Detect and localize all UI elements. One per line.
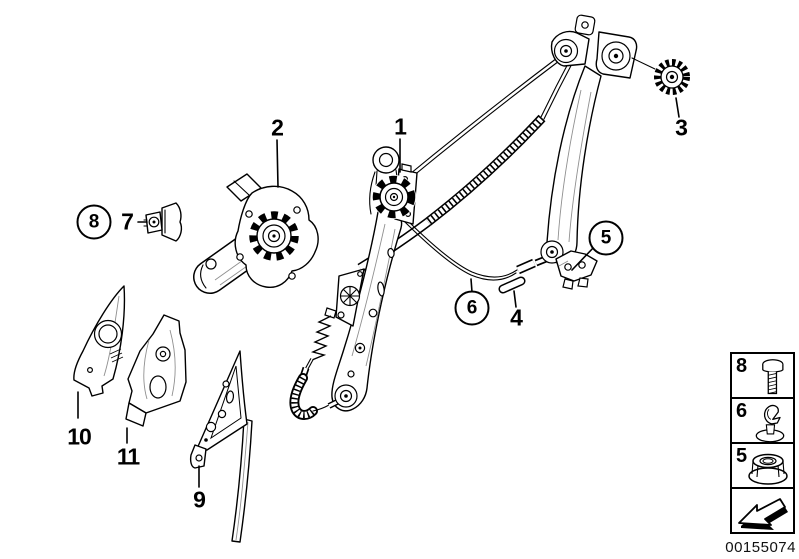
front-guide-rail xyxy=(331,211,403,412)
callout-9[interactable]: 9 xyxy=(193,486,206,513)
bolt-icon xyxy=(751,357,791,404)
legend-label-6: 6 xyxy=(736,400,748,422)
direction-arrow-icon xyxy=(733,493,790,536)
cable-drum-unit xyxy=(372,146,418,225)
callout-4[interactable]: 4 xyxy=(510,304,523,331)
callout-1[interactable]: 1 xyxy=(394,113,407,140)
legend-row-bolt: 8 xyxy=(730,352,795,399)
callout-11[interactable]: 11 xyxy=(116,443,140,470)
callout-3[interactable]: 3 xyxy=(675,114,688,141)
window-guide-triangle xyxy=(189,350,253,543)
diagram-part-number: 00155074 xyxy=(725,539,796,556)
callout-6-circled[interactable]: 6 xyxy=(454,290,490,326)
window-motor-drive xyxy=(193,173,319,294)
callout-7[interactable]: 7 xyxy=(121,208,134,235)
tension-spring-and-boot xyxy=(289,307,358,420)
fastening-clip xyxy=(143,202,183,242)
legend-row-arrow xyxy=(730,487,795,534)
legend-label-5: 5 xyxy=(736,445,748,467)
callout-lines xyxy=(77,97,680,488)
upper-bracket xyxy=(550,14,656,79)
callout-8-circled[interactable]: 8 xyxy=(76,204,112,240)
legend-label-8: 8 xyxy=(736,355,748,377)
fastener-legend: 8 6 5 xyxy=(730,352,795,534)
mirror-triangle-cover xyxy=(73,285,126,397)
flange-nut-icon xyxy=(743,447,791,494)
clip-icon xyxy=(749,402,791,449)
legend-row-nut: 5 xyxy=(730,442,795,489)
callout-2[interactable]: 2 xyxy=(271,114,284,141)
drive-gear xyxy=(653,58,691,96)
pin xyxy=(498,276,526,294)
callout-10[interactable]: 10 xyxy=(67,423,92,450)
legend-row-clip: 6 xyxy=(730,397,795,444)
lower-bracket xyxy=(555,250,598,290)
callout-5-circled[interactable]: 5 xyxy=(588,220,624,256)
corner-bracket xyxy=(125,314,187,427)
